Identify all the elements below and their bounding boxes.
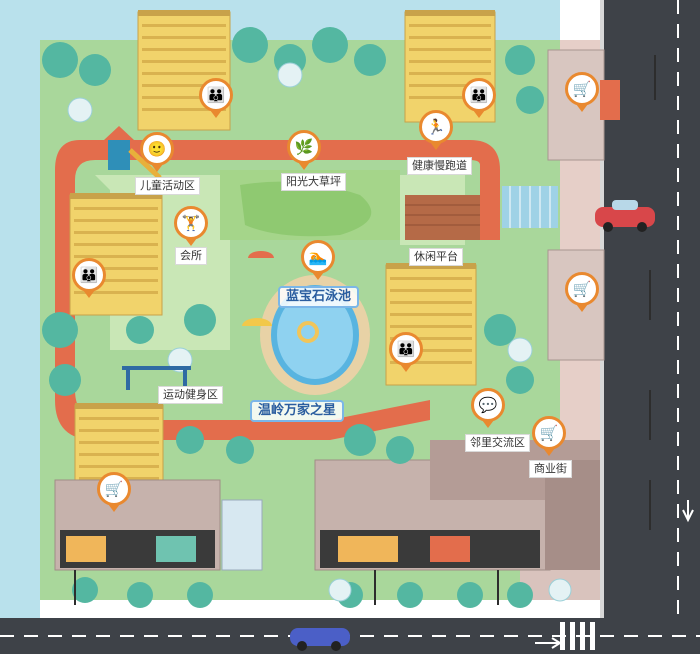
commercial-strip-west	[54, 479, 221, 571]
label-fitness-trail: 健康慢跑道	[407, 157, 472, 175]
family-icon[interactable]: 👪	[199, 78, 233, 118]
family-icon[interactable]: 👪	[389, 332, 423, 372]
label-commercial: 商业街	[529, 460, 572, 478]
grass-icon[interactable]: 🌿	[287, 130, 321, 170]
car-red	[595, 200, 655, 232]
leisure-deck	[405, 195, 480, 240]
crosswalk	[560, 622, 595, 650]
family-icon[interactable]: 👪	[72, 258, 106, 298]
label-outdoor-fitness: 运动健身区	[158, 386, 223, 404]
runner-icon[interactable]: 🏃	[419, 110, 453, 150]
shopping-cart-icon[interactable]: 🛒	[565, 272, 599, 312]
shopping-cart-icon[interactable]: 🛒	[97, 472, 131, 512]
label-sunny-lawn: 阳光大草坪	[281, 173, 346, 191]
family-icon[interactable]: 👪	[462, 78, 496, 118]
swimmer-icon[interactable]: 🏊	[301, 240, 335, 280]
swim-ring	[297, 321, 319, 343]
playground	[104, 126, 162, 180]
label-kids-area: 儿童活动区	[135, 177, 200, 195]
label-pool: 蓝宝石泳池	[278, 286, 360, 308]
label-plaza: 温岭万家之星	[250, 400, 345, 422]
shopping-cart-icon[interactable]: 🛒	[532, 416, 566, 456]
arrow-icon	[682, 500, 694, 523]
dumbbell-icon[interactable]: 🏋	[174, 206, 208, 246]
shopping-cart-icon[interactable]: 🛒	[565, 72, 599, 112]
trees	[42, 27, 544, 608]
street-lamps	[74, 55, 656, 605]
car-blue	[290, 628, 350, 651]
kids-icon[interactable]: 🙂	[140, 132, 174, 172]
label-gym: 会所	[175, 247, 207, 265]
entrance-gate	[221, 499, 263, 571]
arrow-icon	[535, 637, 562, 649]
label-neighborhood: 邻里交流区	[465, 434, 530, 452]
umbrellas	[242, 251, 274, 326]
chat-bubble-icon[interactable]: 💬	[471, 388, 505, 428]
label-leisure-deck: 休闲平台	[409, 248, 463, 266]
